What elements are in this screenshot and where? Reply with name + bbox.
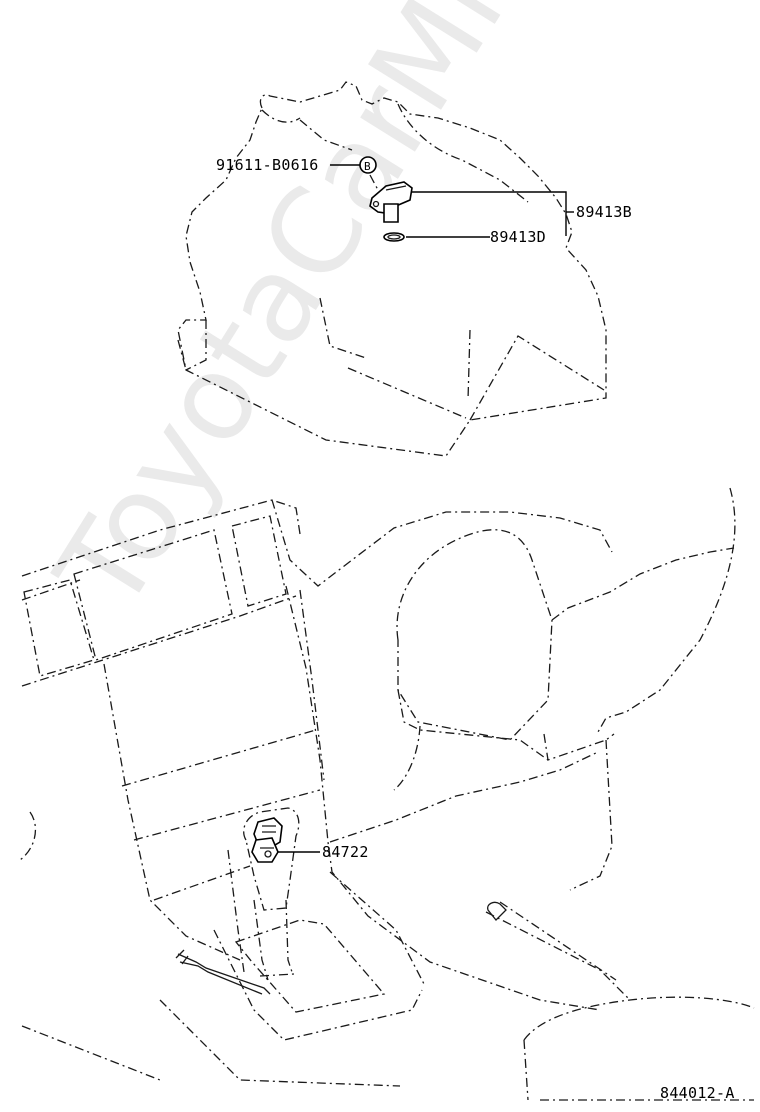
parking-brake-lever xyxy=(487,901,507,921)
switch-part-number: 84722 xyxy=(322,843,369,861)
bolt-part-number: 91611-B0616 xyxy=(216,156,319,174)
sensor-part-number: 89413B xyxy=(576,203,632,221)
o-ring xyxy=(383,232,405,242)
sensor-bracket xyxy=(412,191,567,236)
position-switch xyxy=(251,817,283,863)
shift-lever xyxy=(243,807,300,981)
dashboard-outline xyxy=(19,487,755,1101)
transmission-housing xyxy=(177,81,607,457)
figure-code: 844012-A xyxy=(660,1084,735,1102)
oring-part-number: 89413D xyxy=(490,228,546,246)
camshaft-position-sensor xyxy=(369,181,413,223)
bolt-symbol-letter: B xyxy=(364,160,371,173)
bolt-axis xyxy=(369,174,379,191)
wire-harness xyxy=(175,949,271,995)
